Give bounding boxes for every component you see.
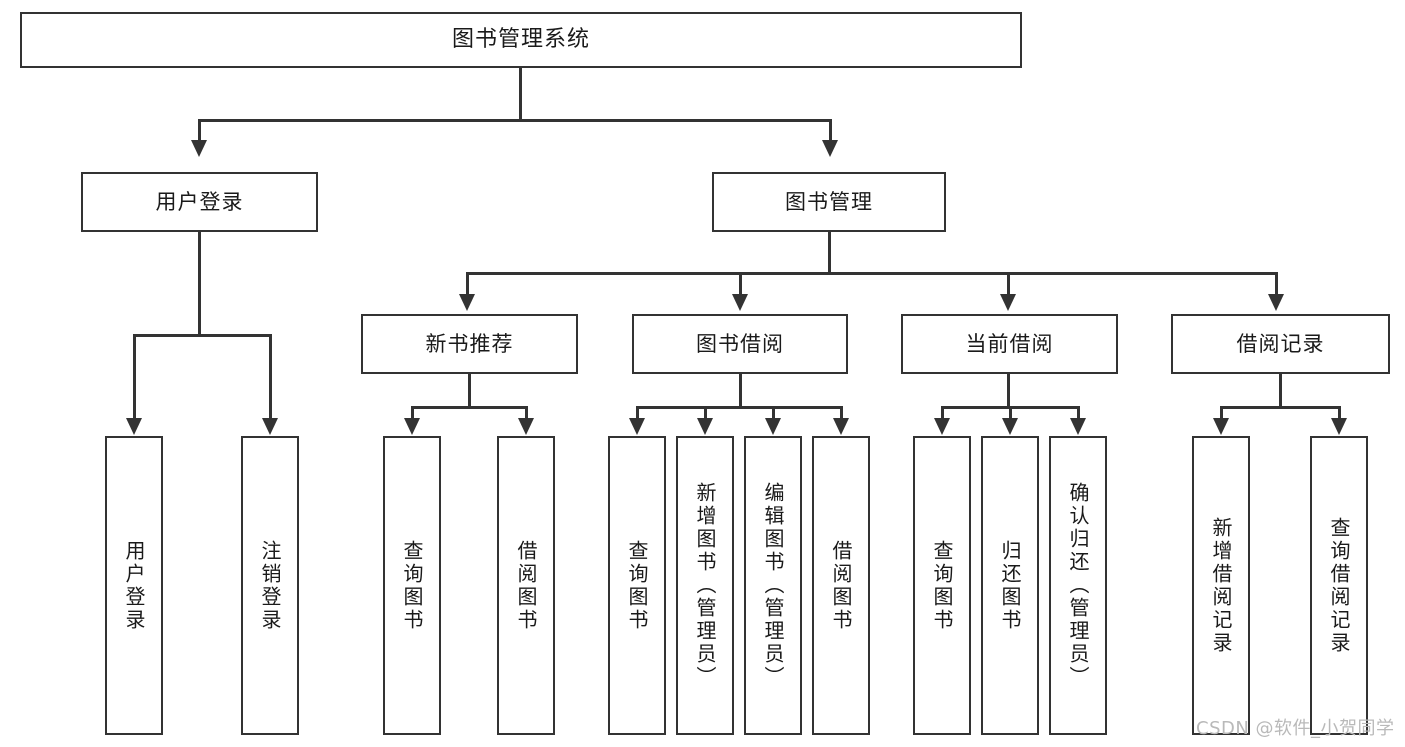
connector-book-borrow-drop-2: [704, 406, 707, 419]
connector-borrow-record-bus: [1220, 406, 1339, 409]
connector-user-login-bus: [133, 334, 271, 337]
leaf-edit-book[interactable]: 编辑图书（管理员）: [744, 436, 802, 735]
connector-new-book-drop-1: [411, 406, 414, 419]
connector-borrow-record-drop-2: [1338, 406, 1341, 419]
leaf-user-login[interactable]: 用户登录: [105, 436, 163, 735]
arrow-to-borrow-record: [1268, 294, 1284, 311]
arrow-leaf-return-book: [1002, 418, 1018, 435]
node-label: 图书借阅: [696, 331, 784, 356]
leaf-query-book-3[interactable]: 查询图书: [913, 436, 971, 735]
leaf-query-record[interactable]: 查询借阅记录: [1310, 436, 1368, 735]
leaf-label: 查询图书: [625, 539, 649, 632]
leaf-label: 查询借阅记录: [1327, 516, 1351, 655]
arrow-leaf-user-login: [126, 418, 142, 435]
connector-book-borrow-bus: [636, 406, 841, 409]
leaf-add-record[interactable]: 新增借阅记录: [1192, 436, 1250, 735]
connector-borrow-record-stem: [1279, 374, 1282, 407]
node-label: 当前借阅: [965, 331, 1054, 356]
arrow-to-book-borrow: [732, 294, 748, 311]
arrow-leaf-query-book-1: [404, 418, 420, 435]
leaf-return-book[interactable]: 归还图书: [981, 436, 1039, 735]
leaf-label: 注销登录: [258, 539, 282, 632]
node-book-management[interactable]: 图书管理: [712, 172, 946, 232]
leaf-label: 用户登录: [122, 539, 146, 632]
arrow-leaf-query-book-2: [629, 418, 645, 435]
connector-root-stem: [519, 68, 522, 120]
leaf-label: 借阅图书: [514, 539, 538, 632]
leaf-label: 新增图书（管理员）: [693, 482, 717, 689]
connector-user-login-stem: [198, 232, 201, 335]
leaf-logout[interactable]: 注销登录: [241, 436, 299, 735]
leaf-add-book[interactable]: 新增图书（管理员）: [676, 436, 734, 735]
leaf-label: 借阅图书: [829, 539, 853, 632]
node-user-login[interactable]: 用户登录: [81, 172, 318, 232]
connector-book-borrow-drop-1: [636, 406, 639, 419]
connector-new-book-bus: [411, 406, 527, 409]
node-label: 借阅记录: [1236, 331, 1325, 356]
connector-book-management-stem: [828, 232, 831, 273]
arrow-to-new-book-recommend: [459, 294, 475, 311]
leaf-borrow-book-1[interactable]: 借阅图书: [497, 436, 555, 735]
arrow-leaf-query-book-3: [934, 418, 950, 435]
node-current-borrow[interactable]: 当前借阅: [901, 314, 1118, 374]
leaf-label: 查询图书: [400, 539, 424, 632]
connector-current-borrow-drop-2: [1009, 406, 1012, 419]
connector-to-book-management: [829, 119, 832, 141]
arrow-leaf-logout: [262, 418, 278, 435]
leaf-label: 归还图书: [998, 539, 1022, 632]
arrow-to-current-borrow: [1000, 294, 1016, 311]
connector-to-user-login: [198, 119, 201, 141]
arrow-to-user-login: [191, 140, 207, 157]
arrow-leaf-query-record: [1331, 418, 1347, 435]
connector-book-borrow-stem: [739, 374, 742, 407]
connector-book-borrow-drop-3: [772, 406, 775, 419]
leaf-borrow-book-2[interactable]: 借阅图书: [812, 436, 870, 735]
connector-to-book-borrow: [739, 272, 742, 295]
arrow-leaf-borrow-book-2: [833, 418, 849, 435]
connector-current-borrow-drop-1: [941, 406, 944, 419]
connector-current-borrow-stem: [1007, 374, 1010, 407]
leaf-label: 编辑图书（管理员）: [761, 482, 785, 689]
connector-new-book-stem: [468, 374, 471, 407]
connector-current-borrow-drop-3: [1077, 406, 1080, 419]
leaf-query-book-2[interactable]: 查询图书: [608, 436, 666, 735]
arrow-leaf-add-book: [697, 418, 713, 435]
connector-to-borrow-record: [1275, 272, 1278, 295]
arrow-leaf-borrow-book-1: [518, 418, 534, 435]
connector-root-bus: [198, 119, 831, 122]
node-borrow-record[interactable]: 借阅记录: [1171, 314, 1390, 374]
connector-to-current-borrow: [1007, 272, 1010, 295]
node-root-system[interactable]: 图书管理系统: [20, 12, 1022, 68]
arrow-leaf-edit-book: [765, 418, 781, 435]
connector-to-new-book: [466, 272, 469, 295]
node-label: 图书管理: [785, 189, 873, 214]
node-label: 新书推荐: [425, 331, 514, 356]
leaf-label: 查询图书: [930, 539, 954, 632]
node-new-book-recommend[interactable]: 新书推荐: [361, 314, 578, 374]
arrow-leaf-add-record: [1213, 418, 1229, 435]
connector-level3-bus: [466, 272, 1275, 275]
node-label: 用户登录: [155, 189, 244, 214]
connector-book-borrow-drop-4: [840, 406, 843, 419]
arrow-leaf-confirm-return: [1070, 418, 1086, 435]
connector-user-login-drop-2: [269, 334, 272, 419]
node-book-borrow[interactable]: 图书借阅: [632, 314, 848, 374]
arrow-to-book-management: [822, 140, 838, 157]
connector-user-login-drop-1: [133, 334, 136, 419]
leaf-query-book-1[interactable]: 查询图书: [383, 436, 441, 735]
node-label: 图书管理系统: [451, 27, 590, 53]
leaf-label: 新增借阅记录: [1209, 516, 1233, 655]
leaf-label: 确认归还（管理员）: [1066, 482, 1090, 689]
connector-new-book-drop-2: [525, 406, 528, 419]
connector-borrow-record-drop-1: [1220, 406, 1223, 419]
leaf-confirm-return[interactable]: 确认归还（管理员）: [1049, 436, 1107, 735]
